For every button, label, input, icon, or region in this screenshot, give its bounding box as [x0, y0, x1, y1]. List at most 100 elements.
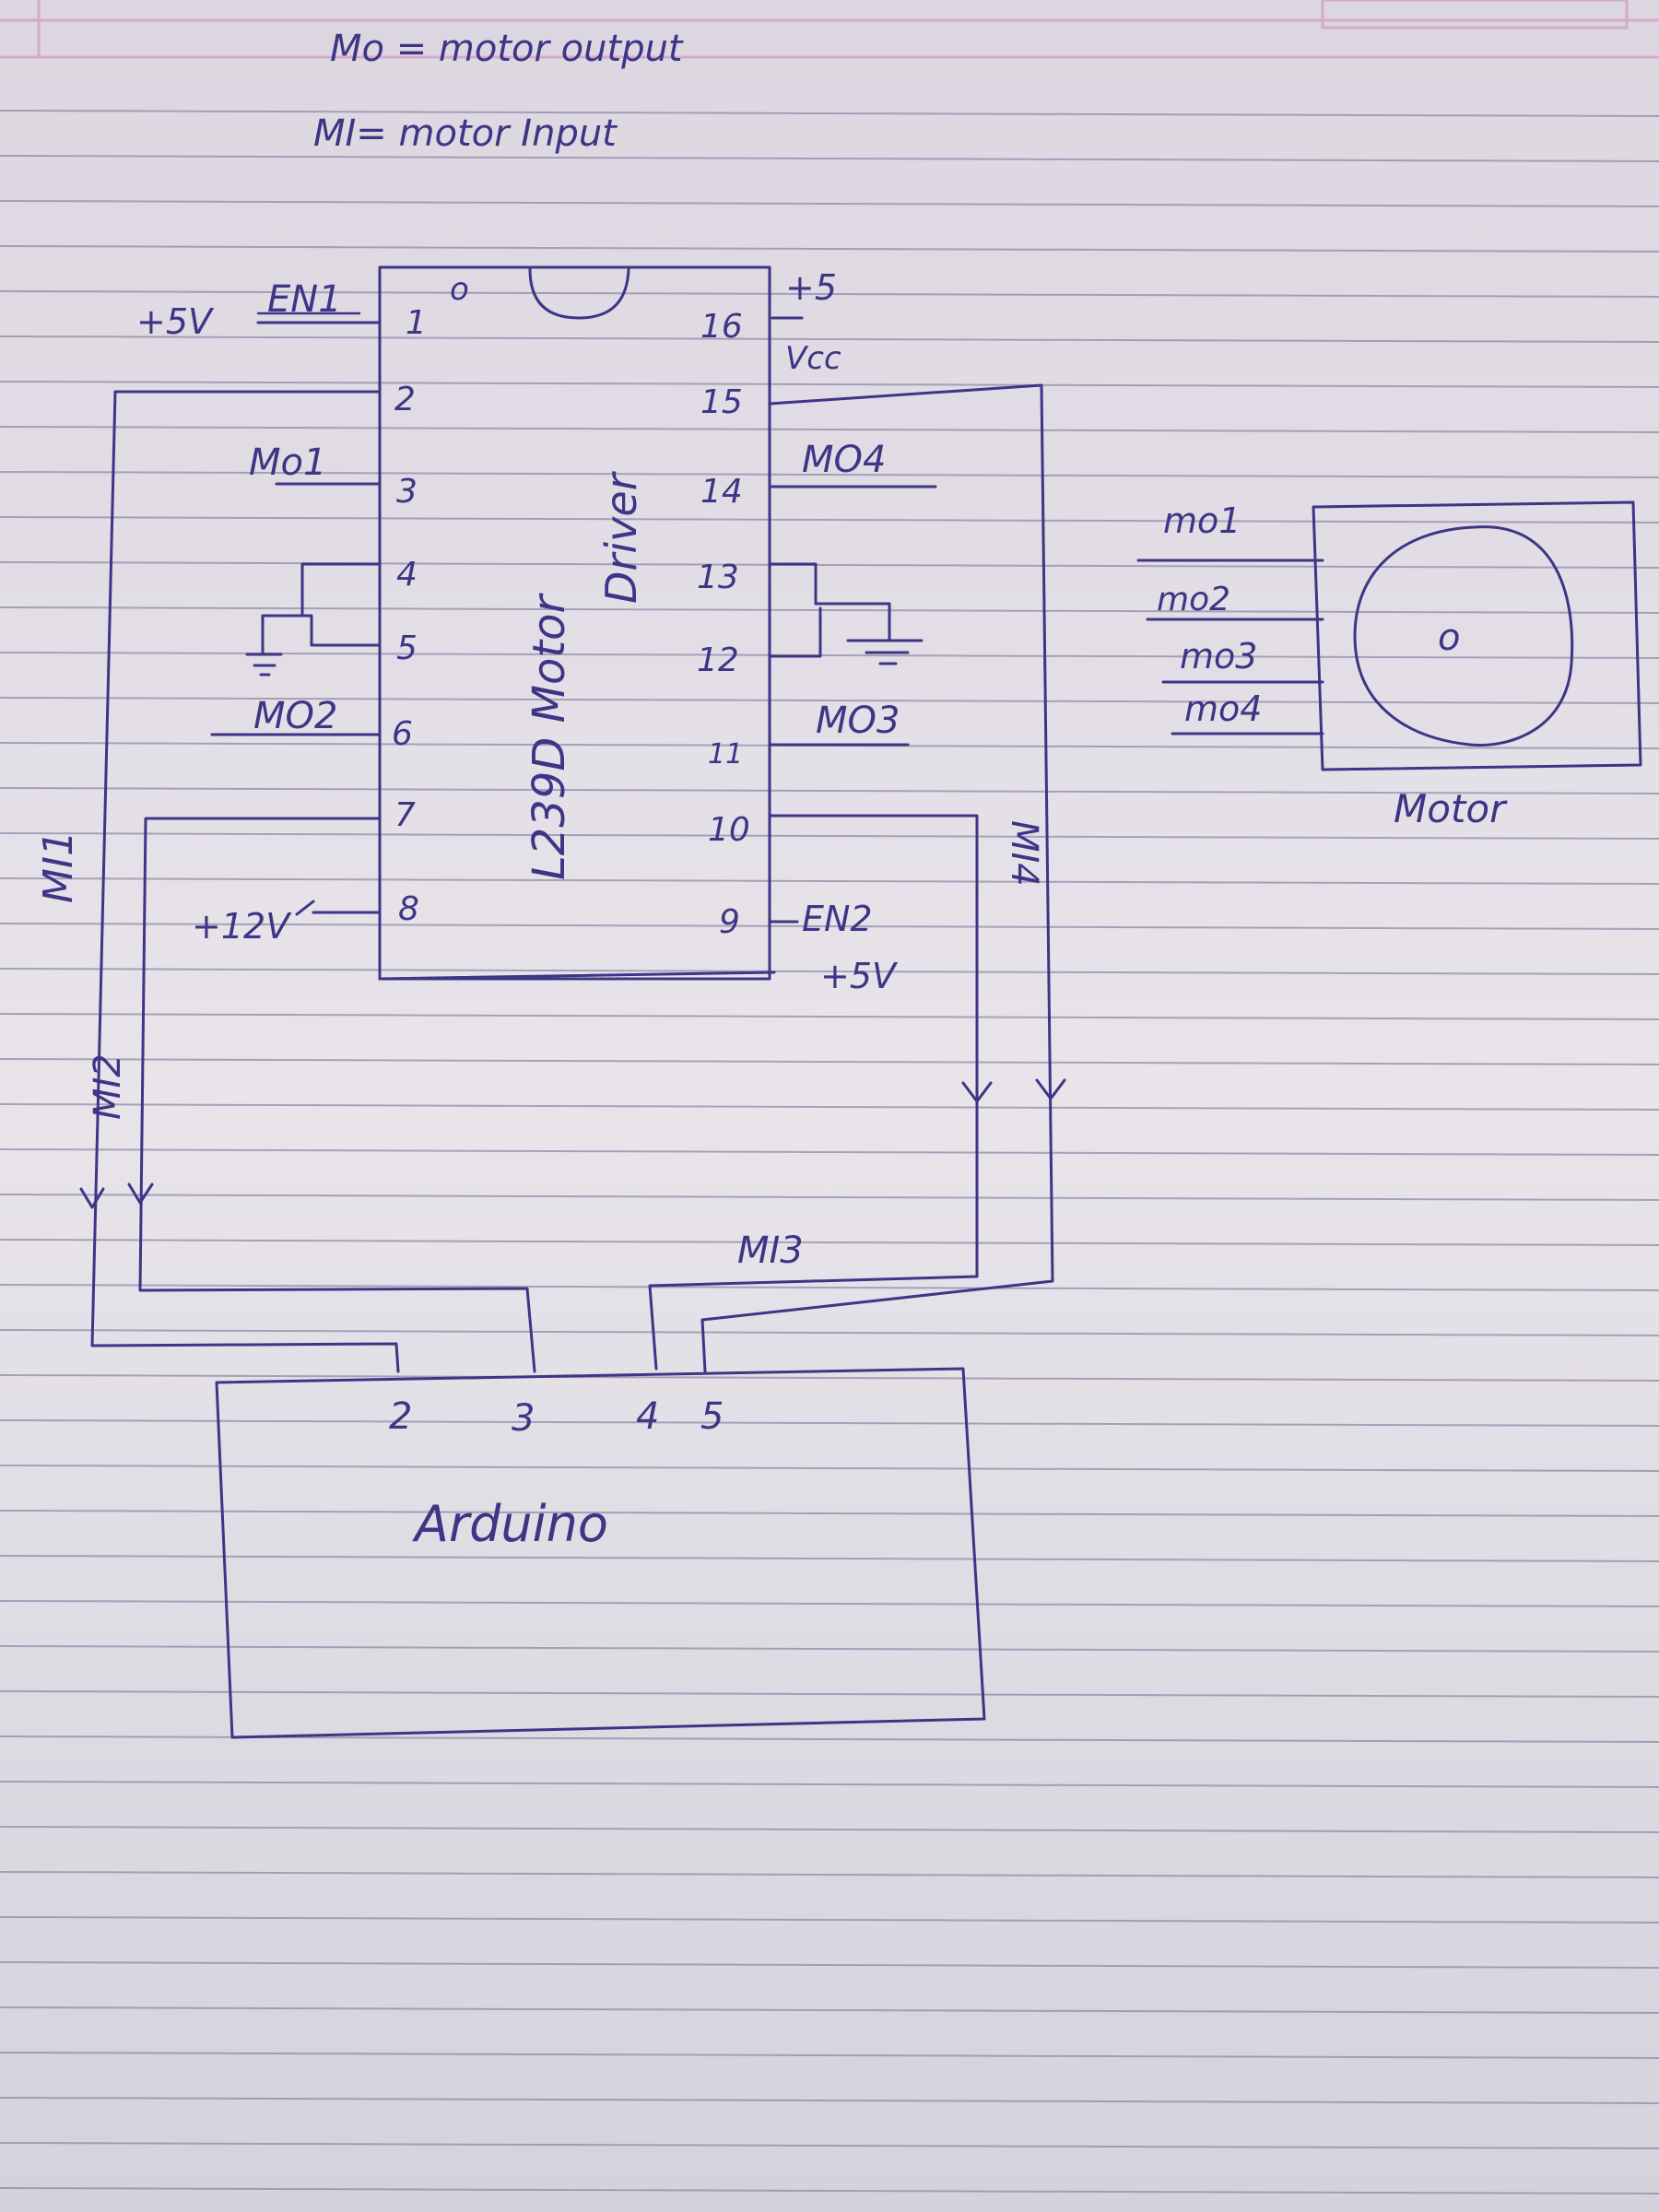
legend-mo: Mo = motor output — [330, 28, 684, 70]
ruled-line — [0, 2187, 1659, 2194]
pin-number: 2 — [394, 381, 416, 418]
ruled-line — [0, 155, 1659, 162]
arduino-title: Arduino — [412, 1495, 608, 1553]
ruled-line — [0, 832, 1659, 840]
mi4-label: MI4 — [1003, 820, 1045, 887]
ruled-line — [0, 471, 1659, 478]
ruled-lines — [0, 110, 1659, 2194]
ruled-line — [0, 2142, 1659, 2149]
pin-number: 10 — [708, 811, 750, 849]
ruled-line — [0, 426, 1659, 433]
ruled-line — [0, 1058, 1659, 1065]
ruled-line — [0, 1284, 1659, 1291]
motor-input-label: mo3 — [1180, 636, 1257, 677]
mi2-wire — [138, 817, 536, 1373]
mi4-arrow — [1035, 1078, 1066, 1100]
ruled-line — [0, 787, 1659, 794]
pin-number: 7 — [394, 796, 416, 834]
mi3-arrow — [961, 1081, 993, 1103]
ruled-line — [0, 1103, 1659, 1111]
motor-input-label: mo2 — [1157, 581, 1230, 618]
pin5-ground-wire — [261, 614, 382, 656]
motor-input-label: mo1 — [1163, 500, 1241, 541]
ic-label-line2: Driver — [596, 470, 646, 604]
pin-number: 4 — [396, 556, 418, 594]
ruled-line — [0, 1961, 1659, 1969]
plus5v-en2-label: +5V — [820, 956, 899, 996]
ruled-line — [0, 1329, 1659, 1336]
ic-body — [378, 265, 771, 981]
date-box — [1321, 0, 1629, 29]
plus5v-en1-label: +5V — [136, 301, 215, 342]
ruled-line — [0, 335, 1659, 343]
ruled-line — [0, 381, 1659, 388]
mi1-label: MI1 — [35, 830, 82, 903]
arduino-board — [215, 1367, 986, 1739]
pin-number: 9 — [719, 903, 740, 941]
mi2-label: MI2 — [87, 1053, 129, 1120]
pin4-ground-wire — [300, 562, 382, 618]
mi3-label: MI3 — [737, 1230, 804, 1272]
ruled-line — [0, 200, 1659, 207]
en2-label: EN2 — [802, 899, 873, 939]
pin-number: 14 — [700, 473, 743, 511]
motor-title: Motor — [1394, 786, 1508, 831]
ground-symbol-right — [846, 639, 924, 665]
ruled-line — [0, 1374, 1659, 1382]
ground-symbol-left — [245, 653, 283, 677]
ruled-line — [0, 1148, 1659, 1156]
ruled-line — [0, 697, 1659, 704]
arduino-pin-label: 2 — [389, 1395, 412, 1438]
pin-number: 5 — [396, 629, 418, 667]
pin13-ground-wire — [768, 562, 891, 642]
plus12v-label: +12V — [192, 906, 292, 947]
pin8-tick — [295, 900, 315, 916]
ruled-line — [0, 1013, 1659, 1020]
motor-input-label: mo4 — [1184, 688, 1262, 729]
ruled-line — [0, 561, 1659, 569]
ruled-line — [0, 1194, 1659, 1201]
arduino-pin-label: 5 — [700, 1395, 724, 1438]
ic-notch-mark: o — [450, 271, 469, 308]
plus5-label: +5 — [785, 267, 837, 308]
pin-number: 8 — [398, 890, 419, 928]
mo3-right-label: MO3 — [816, 700, 900, 742]
pin-number: 12 — [697, 641, 739, 679]
pin-number: 1 — [406, 304, 427, 342]
ruled-line — [0, 1239, 1659, 1246]
ruled-line — [0, 1510, 1659, 1517]
pin-number: 6 — [392, 715, 413, 753]
ruled-line — [0, 2052, 1659, 2059]
ruled-line — [0, 1419, 1659, 1427]
ruled-line — [0, 1600, 1659, 1607]
pin12-ground-wire — [768, 606, 822, 658]
pin-number: 13 — [697, 559, 739, 596]
mo1-left-label: Mo1 — [249, 441, 326, 484]
ruled-line — [0, 1916, 1659, 1924]
ruled-line — [0, 2097, 1659, 2104]
motor-rotor — [1353, 525, 1574, 747]
ruled-line — [0, 1871, 1659, 1878]
pin8-to-pin9-link — [378, 957, 776, 981]
vcc-label: Vcc — [785, 340, 841, 377]
ruled-line — [0, 245, 1659, 253]
ruled-line — [0, 1555, 1659, 1562]
mi2-arrow — [127, 1182, 154, 1205]
ruled-line — [0, 968, 1659, 975]
pin-number: 15 — [700, 383, 743, 421]
arduino-pin-label: 4 — [636, 1395, 659, 1438]
mi3-wire — [648, 814, 979, 1371]
ic-notch — [528, 267, 630, 320]
arduino-pin-label: 3 — [512, 1397, 535, 1440]
mi4-wire — [700, 383, 1054, 1373]
ruled-line — [0, 1690, 1659, 1698]
pin-number: 11 — [708, 738, 743, 771]
pin-number: 16 — [700, 308, 743, 346]
ruled-line — [0, 1826, 1659, 1833]
ruled-line — [0, 2006, 1659, 2014]
mo4-right-label: MO4 — [802, 439, 886, 481]
ruled-line — [0, 516, 1659, 524]
legend-mi: MI= motor Input — [313, 112, 618, 155]
mi1-wire — [90, 390, 400, 1373]
